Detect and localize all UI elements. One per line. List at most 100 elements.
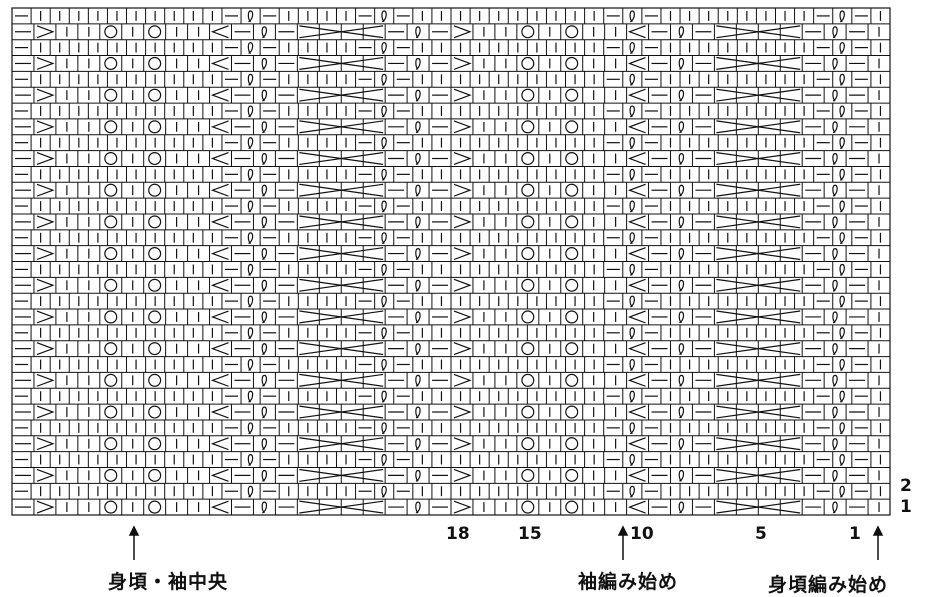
twisted-knit-stitch (832, 501, 838, 514)
cable-cross-stitch (299, 342, 384, 356)
yarn-over-stitch (148, 56, 162, 70)
twisted-knit-stitch (247, 358, 254, 371)
left-decrease-stitch (210, 405, 229, 419)
yarn-over-stitch (104, 25, 118, 39)
twisted-knit-stitch (381, 200, 387, 213)
arrows (128, 525, 884, 560)
right-decrease-stitch (453, 310, 472, 324)
left-decrease-stitch (210, 183, 229, 197)
twisted-knit-stitch (261, 26, 268, 39)
yarn-over-stitch (148, 215, 162, 229)
cable-cross-stitch (299, 500, 384, 514)
twisted-knit-stitch (381, 168, 387, 181)
twisted-knit-stitch (832, 438, 838, 451)
twisted-knit-stitch (247, 295, 254, 308)
yarn-over-stitch (148, 437, 162, 451)
cable-cross-stitch (299, 88, 384, 102)
column-number-18: 18 (446, 524, 470, 544)
yarn-over-stitch (565, 500, 579, 514)
cable-cross-stitch (716, 310, 801, 324)
left-decrease-stitch (210, 25, 229, 39)
yarn-over-stitch (104, 373, 118, 387)
cable-cross-stitch (716, 373, 801, 387)
left-decrease-stitch (210, 247, 229, 261)
yarn-over-stitch (148, 247, 162, 261)
left-decrease-stitch (210, 215, 229, 229)
yarn-over-stitch (148, 88, 162, 102)
right-decrease-stitch (36, 310, 55, 324)
twisted-knit-stitch (261, 438, 268, 451)
cable-cross-stitch (299, 183, 384, 197)
yarn-over-stitch (565, 278, 579, 292)
right-decrease-stitch (453, 342, 472, 356)
left-decrease-stitch (210, 56, 229, 70)
twisted-knit-stitch (247, 137, 254, 150)
twisted-knit-stitch (678, 501, 685, 514)
right-decrease-stitch (36, 183, 55, 197)
right-decrease-stitch (453, 373, 472, 387)
twisted-knit-stitch (839, 327, 845, 340)
left-decrease-stitch (627, 247, 646, 261)
twisted-knit-stitch (678, 374, 685, 387)
left-decrease-stitch (627, 310, 646, 324)
cable-cross-stitch (299, 468, 384, 482)
twisted-knit-stitch (629, 263, 635, 276)
twisted-knit-stitch (629, 105, 635, 118)
column-number-10: 10 (630, 524, 654, 544)
twisted-knit-stitch (839, 422, 845, 435)
yarn-over-stitch (104, 500, 118, 514)
twisted-knit-stitch (415, 26, 421, 39)
yarn-over-stitch (521, 151, 535, 166)
twisted-knit-stitch (381, 454, 387, 466)
twisted-knit-stitch (839, 10, 845, 23)
twisted-knit-stitch (415, 406, 421, 419)
twisted-knit-stitch (832, 374, 838, 387)
twisted-knit-stitch (261, 374, 268, 387)
right-decrease-stitch (36, 468, 55, 482)
right-decrease-stitch (36, 437, 55, 451)
twisted-knit-stitch (832, 57, 838, 70)
left-decrease-stitch (210, 88, 229, 102)
twisted-knit-stitch (381, 10, 387, 23)
caption-body-center: 身頃・袖中央 (108, 571, 229, 593)
yarn-over-stitch (148, 500, 162, 514)
twisted-knit-stitch (261, 152, 268, 165)
twisted-knit-stitch (839, 390, 845, 403)
yarn-over-stitch (521, 215, 535, 229)
twisted-knit-stitch (247, 390, 254, 403)
twisted-knit-stitch (678, 89, 685, 102)
right-decrease-stitch (36, 56, 55, 70)
yarn-over-stitch (148, 183, 162, 197)
twisted-knit-stitch (247, 263, 254, 276)
right-decrease-stitch (453, 278, 472, 292)
cable-cross-stitch (716, 88, 801, 102)
yarn-over-stitch (521, 468, 535, 482)
cable-cross-stitch (299, 25, 384, 39)
left-decrease-stitch (627, 120, 646, 134)
row-number-1: 1 (900, 497, 912, 517)
yarn-over-stitch (565, 151, 579, 166)
yarn-over-stitch (521, 278, 535, 292)
cable-cross-stitch (716, 183, 801, 197)
yarn-over-stitch (104, 342, 118, 356)
twisted-knit-stitch (678, 438, 685, 451)
twisted-knit-stitch (629, 200, 635, 213)
twisted-knit-stitch (629, 73, 635, 86)
yarn-over-stitch (104, 151, 118, 166)
twisted-knit-stitch (629, 454, 635, 466)
arrow-head-icon (872, 525, 884, 536)
yarn-over-stitch (565, 215, 579, 229)
twisted-knit-stitch (839, 200, 845, 213)
twisted-knit-stitch (247, 168, 254, 181)
twisted-knit-stitch (261, 279, 268, 292)
twisted-knit-stitch (247, 454, 254, 466)
right-decrease-stitch (453, 152, 472, 165)
yarn-over-stitch (104, 405, 118, 419)
yarn-over-stitch (521, 183, 535, 197)
right-decrease-stitch (36, 120, 55, 134)
left-decrease-stitch (627, 437, 646, 451)
twisted-knit-stitch (261, 184, 268, 197)
yarn-over-stitch (104, 120, 118, 134)
cable-cross-stitch (716, 278, 801, 292)
left-decrease-stitch (210, 342, 229, 356)
